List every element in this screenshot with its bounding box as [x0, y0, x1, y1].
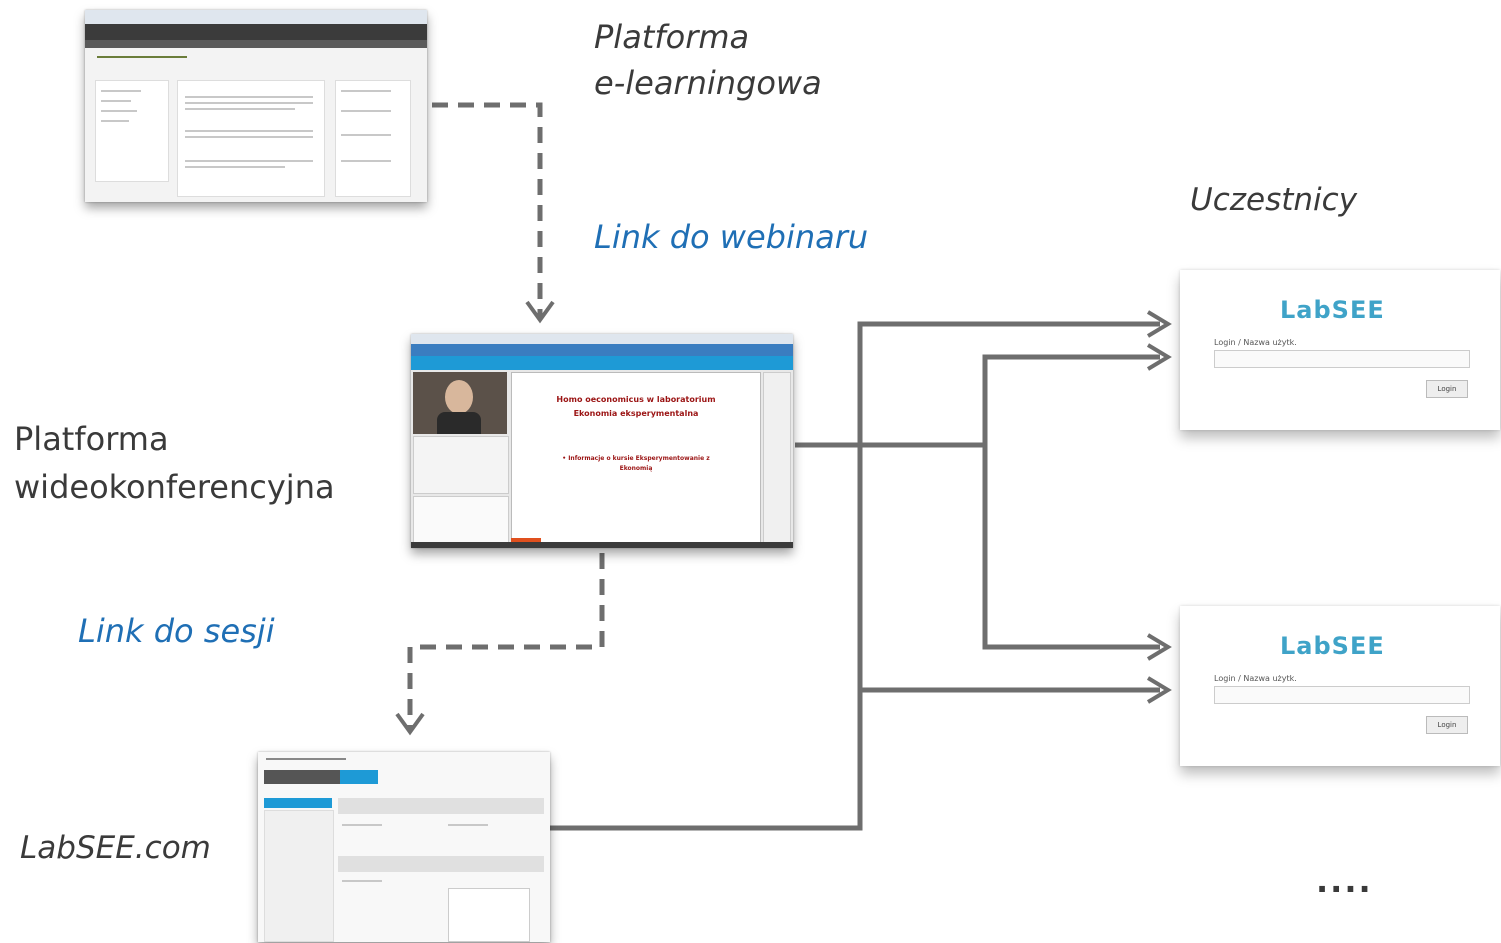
- login-field: [1214, 686, 1470, 704]
- participant-login-box-1: LabSEE Login / Nazwa użytk. Login: [1180, 270, 1500, 430]
- videoconference-platform-screenshot: Homo oeconomicus w laboratorium Ekonomia…: [411, 334, 793, 548]
- arrowhead-1: [1146, 310, 1172, 338]
- slide-bullet-line2: Ekonomią: [619, 465, 653, 472]
- participant-login-box-2: LabSEE Login / Nazwa użytk. Login: [1180, 606, 1500, 766]
- elearning-label-line1: Platforma: [594, 18, 750, 56]
- slide-bullet-line1: • Informacje o kursie Eksperymentowanie …: [562, 455, 710, 462]
- session-link-arrowhead: [395, 712, 425, 736]
- labsee-session-screenshot: [258, 752, 550, 942]
- videoconf-label-line1: Platforma: [14, 420, 169, 458]
- webinar-link-arrow: [432, 102, 543, 318]
- labsee-logo: LabSEE: [1280, 296, 1385, 324]
- login-button: Login: [1426, 380, 1468, 398]
- arrowhead-3: [1146, 633, 1172, 661]
- login-field-label: Login / Nazwa użytk.: [1214, 338, 1297, 347]
- arrowhead-4: [1146, 676, 1172, 704]
- session-link-arrow: [407, 553, 605, 730]
- slide-title-line1: Homo oeconomicus w laboratorium: [556, 395, 716, 404]
- webinar-link-arrowhead: [525, 300, 555, 324]
- labsee-logo: LabSEE: [1280, 632, 1385, 660]
- login-field: [1214, 350, 1470, 368]
- session-link-label: Link do sesji: [78, 612, 275, 650]
- webcam-video: [413, 372, 507, 434]
- arrowhead-2: [1146, 343, 1172, 371]
- labsee-to-participants: [550, 321, 1160, 831]
- participants-label: Uczestnicy: [1190, 182, 1358, 218]
- presentation-slide: Homo oeconomicus w laboratorium Ekonomia…: [511, 372, 761, 544]
- login-field-label: Login / Nazwa użytk.: [1214, 674, 1297, 683]
- slide-title-line2: Ekonomia eksperymentalna: [573, 409, 699, 418]
- elearning-label-line2: e-learningowa: [594, 64, 822, 102]
- login-button: Login: [1426, 716, 1468, 734]
- webinar-link-label: Link do webinaru: [594, 218, 869, 256]
- videoconf-to-participants: [795, 354, 1160, 650]
- labsee-label: LabSEE.com: [20, 830, 211, 866]
- videoconf-label-line2: wideokonferencyjna: [14, 468, 335, 506]
- ellipsis-label: ....: [1316, 862, 1373, 900]
- elearning-platform-screenshot: [85, 10, 427, 202]
